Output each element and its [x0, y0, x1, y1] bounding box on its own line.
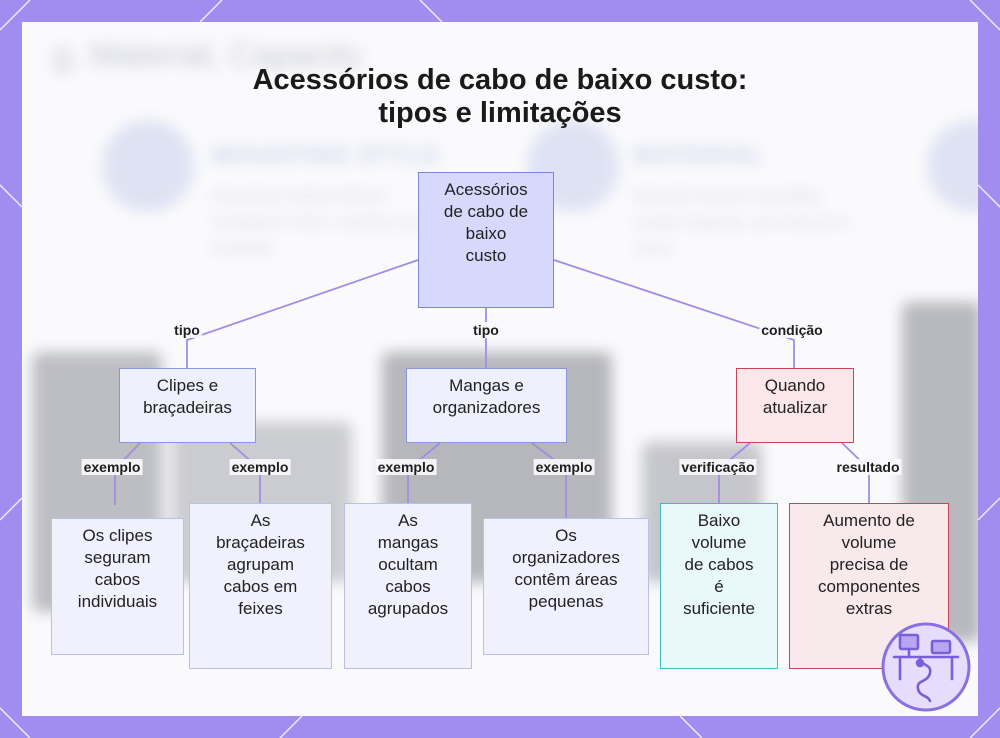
edge-root-upgrade	[554, 260, 794, 369]
edge-label-resultado: resultado	[834, 459, 901, 475]
node-upgrade-line: Quando	[763, 375, 827, 397]
desk-cable-logo-icon	[880, 621, 972, 713]
leaf-line: volume	[818, 532, 920, 554]
node-sleeves: Mangas e organizadores	[406, 368, 567, 443]
leaf-line: componentes	[818, 576, 920, 598]
leaf-line: As	[368, 510, 448, 532]
leaf-line: cabos	[78, 569, 157, 591]
node-leaf-low-volume: Baixo volume de cabos é suficiente	[660, 503, 778, 669]
leaf-line: de cabos	[683, 554, 755, 576]
leaf-line: mangas	[368, 532, 448, 554]
node-sleeves-line: Mangas e	[433, 375, 541, 397]
leaf-line: volume	[683, 532, 755, 554]
edge-label-tipo-left: tipo	[172, 322, 202, 338]
leaf-line: precisa de	[818, 554, 920, 576]
node-clips-line: Clipes e	[143, 375, 232, 397]
node-leaf-sleeves-hide: As mangas ocultam cabos agrupados	[344, 503, 472, 669]
leaf-line: pequenas	[512, 591, 620, 613]
node-upgrade: Quando atualizar	[736, 368, 854, 443]
node-leaf-clamps-bundles: As braçadeiras agrupam cabos em feixes	[189, 503, 332, 669]
leaf-line: cabos em	[216, 576, 305, 598]
node-root-line: Acessórios	[444, 179, 528, 201]
leaf-line: ocultam	[368, 554, 448, 576]
diagram-panel: g, Material, Capacity MOUNTING STYLE Mou…	[22, 22, 978, 716]
edge-label-condicao: condição	[759, 322, 824, 338]
node-root: Acessórios de cabo de baixo custo	[418, 172, 554, 308]
edge-sleeves-leaf4	[532, 443, 566, 518]
leaf-line: Os clipes	[78, 525, 157, 547]
leaf-line: Baixo	[683, 510, 755, 532]
node-leaf-organizers-areas: Os organizadores contêm áreas pequenas	[483, 518, 649, 655]
leaf-line: contêm áreas	[512, 569, 620, 591]
leaf-line: Aumento de	[818, 510, 920, 532]
leaf-line: cabos	[368, 576, 448, 598]
leaf-line: As	[216, 510, 305, 532]
node-leaf-clips-individual: Os clipes seguram cabos individuais	[51, 518, 184, 655]
leaf-line: é	[683, 576, 755, 598]
leaf-line: suficiente	[683, 598, 755, 620]
node-clips: Clipes e braçadeiras	[119, 368, 256, 443]
node-sleeves-line: organizadores	[433, 397, 541, 419]
leaf-line: feixes	[216, 598, 305, 620]
leaf-line: agrupam	[216, 554, 305, 576]
edge-label-exemplo-4: exemplo	[534, 459, 595, 475]
leaf-line: braçadeiras	[216, 532, 305, 554]
leaf-line: Os	[512, 525, 620, 547]
node-root-line: baixo	[444, 223, 528, 245]
node-root-line: custo	[444, 245, 528, 267]
edge-root-clips	[187, 260, 418, 369]
edge-label-tipo-mid: tipo	[471, 322, 501, 338]
leaf-line: organizadores	[512, 547, 620, 569]
leaf-line: seguram	[78, 547, 157, 569]
leaf-line: agrupados	[368, 598, 448, 620]
edge-label-exemplo-3: exemplo	[376, 459, 437, 475]
leaf-line: individuais	[78, 591, 157, 613]
node-clips-line: braçadeiras	[143, 397, 232, 419]
edge-label-exemplo-2: exemplo	[230, 459, 291, 475]
node-root-line: de cabo de	[444, 201, 528, 223]
edge-label-verificacao: verificação	[679, 459, 756, 475]
node-upgrade-line: atualizar	[763, 397, 827, 419]
edge-label-exemplo-1: exemplo	[82, 459, 143, 475]
leaf-line: extras	[818, 598, 920, 620]
